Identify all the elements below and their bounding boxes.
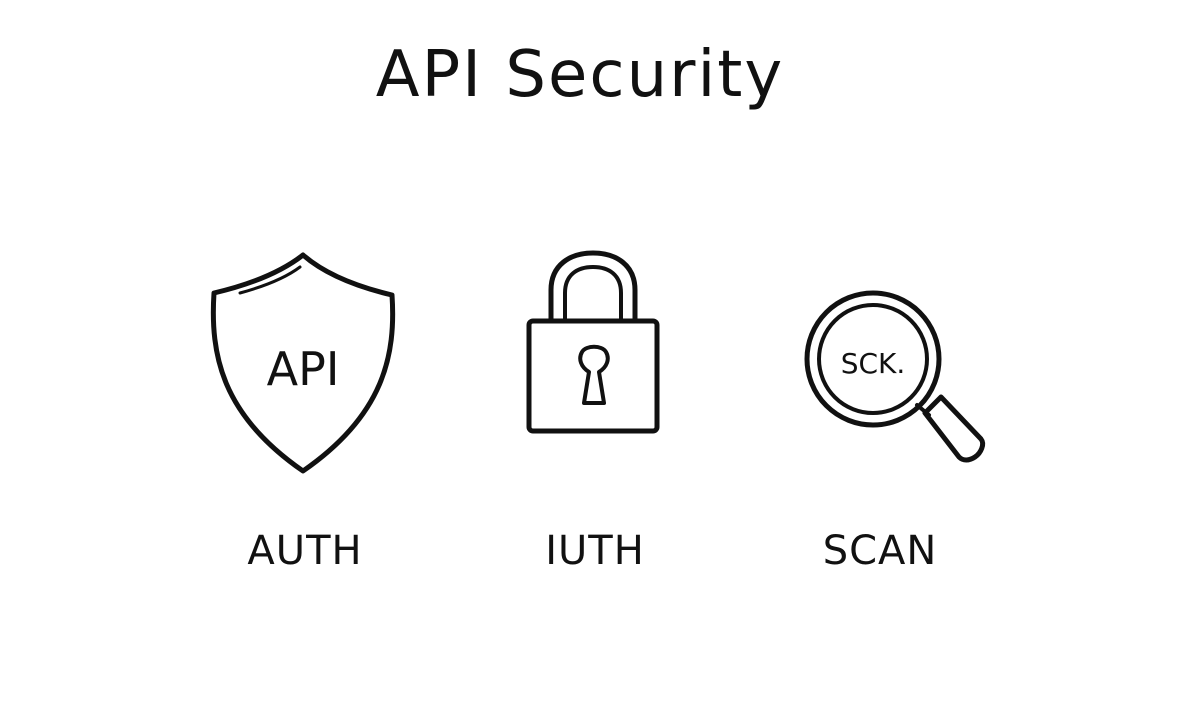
scan-label: SCAN (822, 528, 938, 574)
iuth-label: IUTH (545, 528, 645, 574)
auth-label: AUTH (247, 528, 363, 574)
magnifier-inner-text: SCK. (841, 347, 906, 380)
shield-inner-text: API (267, 342, 340, 396)
lock-icon (526, 250, 660, 434)
page-title: API Security (375, 38, 785, 112)
magnifier-icon: SCK. (804, 290, 986, 463)
shield-icon: API (210, 252, 396, 474)
